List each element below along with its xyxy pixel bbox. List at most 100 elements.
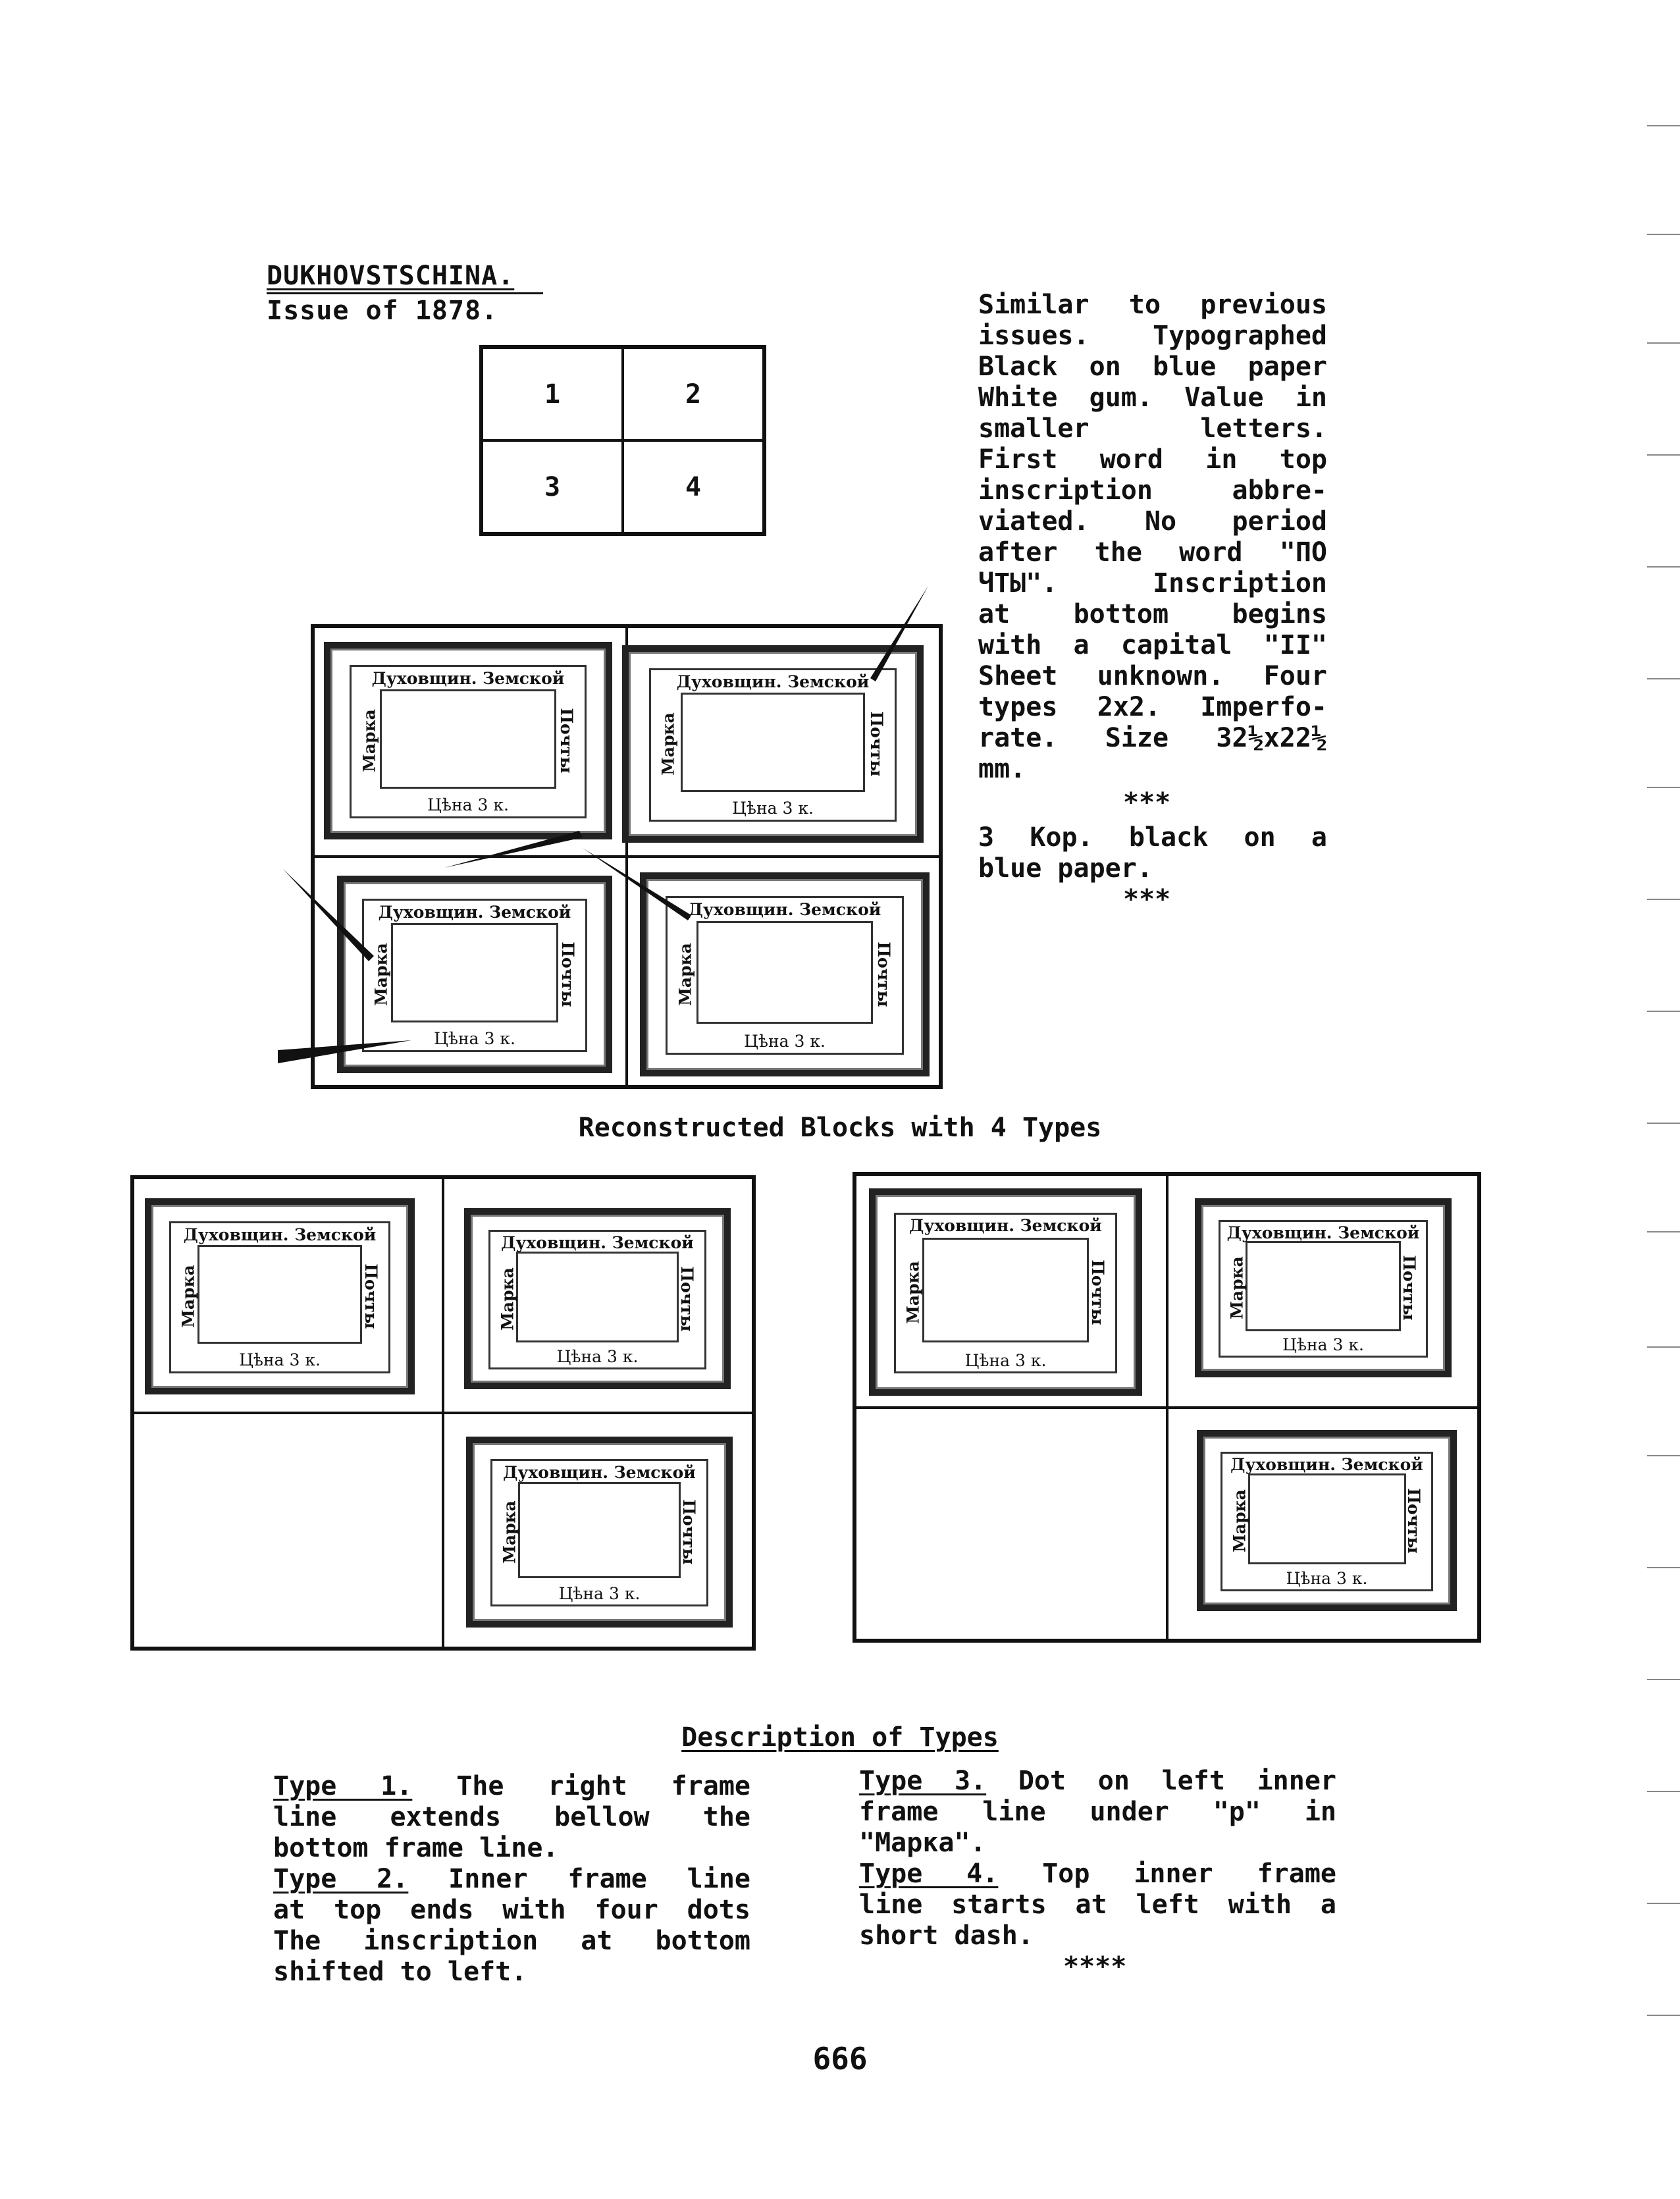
issue-subtitle: Issue of 1878. bbox=[267, 296, 498, 326]
binder-edge-mark bbox=[1647, 1791, 1680, 1792]
stamp-type-1: Духовщин. Земской Марка Почты Цѣна 3 к. bbox=[1195, 1198, 1452, 1377]
type-text: frame line under "p" in bbox=[859, 1797, 1336, 1827]
grid-cell-1: 1 bbox=[482, 348, 623, 440]
value-line: blue paper. bbox=[978, 853, 1153, 884]
binder-edge-mark bbox=[1647, 1567, 1680, 1568]
desc-line: rate. Size 32½x22½ bbox=[978, 723, 1327, 753]
stamp-type-4: Духовщин. Земской Марка Почты Цѣна 3 к. bbox=[640, 872, 930, 1076]
grid-cell-2: 2 bbox=[623, 348, 764, 440]
page-number: 666 bbox=[812, 2041, 868, 2077]
stamp-type-3: Духовщин. Земской Марка Почты Цѣна 3 к. bbox=[337, 876, 612, 1073]
type-text: line extends bellow the bbox=[273, 1802, 750, 1832]
type-text: Dot on left inner bbox=[1018, 1766, 1336, 1796]
type-text: line starts at left with a bbox=[859, 1890, 1336, 1920]
desc-line: issues. Typographed bbox=[978, 321, 1327, 351]
stamp-left-text: Марка bbox=[178, 1265, 198, 1328]
desc-line: White gum. Value in bbox=[978, 383, 1327, 413]
stamp-bottom-text: Цѣна 3 к. bbox=[239, 1350, 321, 1370]
block-cell bbox=[443, 1178, 753, 1413]
binder-edge-mark bbox=[1647, 1231, 1680, 1232]
stamp-top-text: Духовщин. Земской bbox=[501, 1233, 694, 1253]
type-text: short dash. bbox=[859, 1921, 1034, 1951]
separator: *** bbox=[1123, 884, 1171, 914]
type-2-label: Type 2. bbox=[273, 1864, 409, 1894]
types-right-column: Type 3. Dot on left inner frame line und… bbox=[859, 1766, 1336, 1982]
block-cell bbox=[133, 1413, 443, 1648]
type-text: The inscription at bottom bbox=[273, 1926, 750, 1956]
stamp-left-text: Марка bbox=[1227, 1256, 1247, 1319]
binder-edge-mark bbox=[1647, 678, 1680, 679]
stamp-bottom-text: Цѣна 3 к. bbox=[744, 1032, 826, 1051]
end-mark: **** bbox=[1063, 1951, 1127, 1982]
reconstructed-caption: Reconstructed Blocks with 4 Types bbox=[578, 1113, 1102, 1143]
type-position-grid: 1 2 3 4 bbox=[479, 345, 766, 536]
binder-edge-mark bbox=[1647, 234, 1680, 235]
stamp-top-text: Духовщин. Земской bbox=[1226, 1223, 1420, 1242]
binder-edge-mark bbox=[1647, 1346, 1680, 1348]
type-4-label: Type 4. bbox=[859, 1859, 999, 1889]
type-text: Top inner frame bbox=[1042, 1859, 1336, 1889]
desc-line: viated. No period bbox=[978, 506, 1327, 537]
binder-edge-mark bbox=[1647, 787, 1680, 788]
type-text: shifted to left. bbox=[273, 1957, 527, 1987]
stamp-bottom-text: Цѣна 3 к. bbox=[427, 795, 509, 814]
grid-cell-4: 4 bbox=[623, 440, 764, 533]
reconstructed-block-left bbox=[130, 1175, 756, 1651]
block-cell bbox=[1167, 1407, 1479, 1640]
stamp-right-text: Почты bbox=[1088, 1259, 1108, 1325]
binder-edge-mark bbox=[1647, 454, 1680, 456]
type-text: at top ends with four dots bbox=[273, 1895, 750, 1925]
block-cell bbox=[443, 1413, 753, 1648]
stamp-bottom-text: Цѣна 3 к. bbox=[1286, 1568, 1368, 1588]
desc-line: First word in top bbox=[978, 444, 1327, 475]
desc-line: Black on blue paper bbox=[978, 352, 1327, 382]
grid-cell-3: 3 bbox=[482, 440, 623, 533]
stamp-right-text: Почты bbox=[677, 1265, 697, 1332]
stamp-bottom-text: Цѣна 3 к. bbox=[964, 1350, 1047, 1370]
stamp-right-text: Почты bbox=[679, 1499, 699, 1565]
binder-edge-mark bbox=[1647, 1455, 1680, 1456]
binder-edge-mark bbox=[1647, 1903, 1680, 1904]
stamp-top-text: Духовщин. Земской bbox=[371, 668, 565, 688]
page-title: DUKHOVSTSCHINA. bbox=[267, 261, 515, 291]
stamp-top-text: Духовщин. Земской bbox=[688, 899, 881, 919]
block-cell bbox=[313, 857, 627, 1086]
stamp-left-text: Марка bbox=[498, 1267, 517, 1331]
stamp-type-4: Духовщин. Земской Марка Почты Цѣна 3 к. bbox=[869, 1188, 1142, 1396]
type-1-label: Type 1. bbox=[273, 1771, 413, 1801]
binder-edge-mark bbox=[1647, 125, 1680, 126]
types-heading: Description of Types bbox=[681, 1722, 999, 1753]
stamp-type-4: Духовщин. Земской Марка Почты Цѣна 3 к. bbox=[145, 1198, 415, 1394]
type-text: "Марка". bbox=[859, 1828, 986, 1858]
stamp-type-2: Духовщин. Земской Марка Почты Цѣна 3 к. bbox=[464, 1208, 731, 1389]
desc-line: with a capital "II" bbox=[978, 630, 1327, 660]
stamp-bottom-text: Цѣна 3 к. bbox=[1282, 1335, 1364, 1354]
stamp-top-text: Духовщин. Земской bbox=[183, 1225, 377, 1244]
desc-line: smaller letters. bbox=[978, 413, 1327, 444]
issue-description: Similar to previous issues. Typographed … bbox=[978, 290, 1327, 915]
stamp-right-text: Почты bbox=[361, 1263, 381, 1329]
binder-edge-mark bbox=[1647, 1011, 1680, 1012]
stamp-top-text: Духовщин. Земской bbox=[909, 1216, 1102, 1236]
stamp-right-text: Почты bbox=[1404, 1487, 1423, 1554]
pointer-arrow bbox=[583, 848, 691, 920]
desc-line: mm. bbox=[978, 754, 1026, 784]
value-line: 3 Kop. black on a bbox=[978, 822, 1327, 853]
desc-line: inscription abbre- bbox=[978, 475, 1327, 506]
stamp-right-text: Почты bbox=[1399, 1255, 1419, 1321]
pointer-arrow bbox=[870, 586, 928, 681]
types-left-column: Type 1. The right frame line extends bel… bbox=[273, 1771, 750, 1988]
stamp-type-3: Духовщин. Земской Марка Почты Цѣна 3 к. bbox=[1197, 1430, 1457, 1611]
type-3-label: Type 3. bbox=[859, 1766, 987, 1796]
binder-edge-mark bbox=[1647, 899, 1680, 900]
type-text: bottom frame line. bbox=[273, 1833, 559, 1863]
desc-line: after the word "ПО bbox=[978, 537, 1327, 568]
stamp-type-1: Духовщин. Земской Марка Почты Цѣна 3 к. bbox=[324, 642, 612, 839]
stamp-top-text: Духовщин. Земской bbox=[503, 1462, 696, 1482]
desc-line: ЧТЫ". Inscription bbox=[978, 568, 1327, 598]
stamp-bottom-text: Цѣна 3 к. bbox=[556, 1346, 639, 1366]
desc-line: types 2x2. Imperfo- bbox=[978, 692, 1327, 722]
pointer-arrow bbox=[283, 869, 374, 961]
stamp-left-text: Марка bbox=[1230, 1489, 1249, 1552]
stamp-bottom-text: Цѣна 3 к. bbox=[558, 1584, 641, 1603]
